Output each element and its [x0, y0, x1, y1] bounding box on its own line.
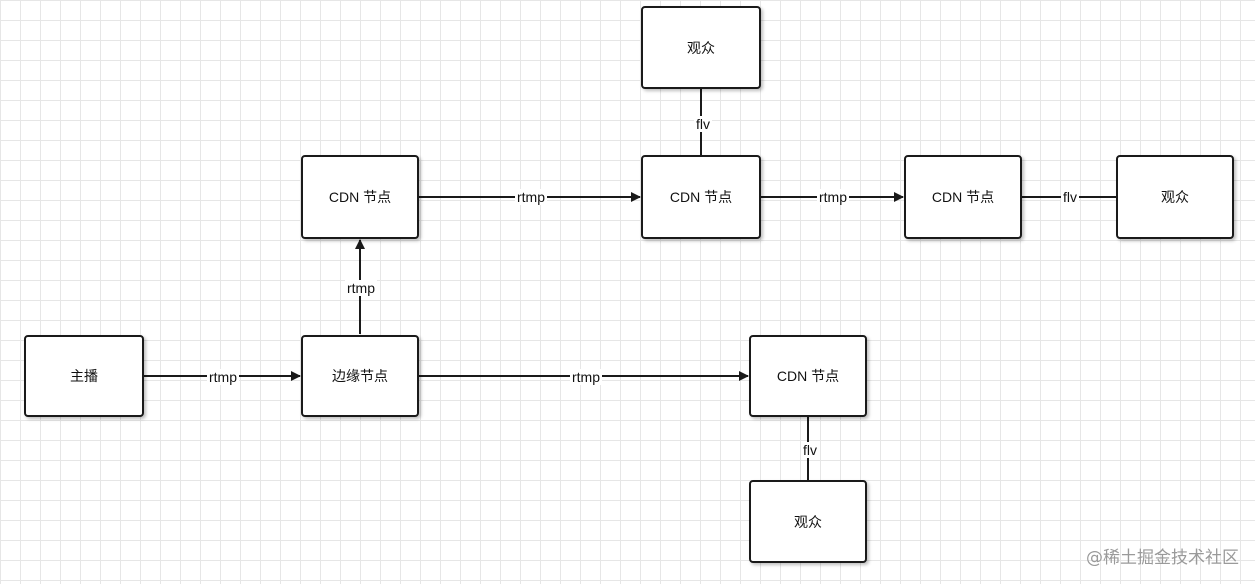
node-cdn-middle-label: CDN 节点 — [669, 189, 733, 205]
node-viewer-bottom[interactable]: 观众 — [749, 480, 867, 563]
edge-label-cdn-lower-to-viewer-bottom: flv — [801, 442, 819, 458]
edge-label-cdn-middle-to-viewer-top: flv — [694, 116, 712, 132]
node-viewer-top[interactable]: 观众 — [641, 6, 761, 89]
node-viewer-right-label: 观众 — [1161, 189, 1189, 205]
watermark: @稀土掘金技术社区 — [1086, 548, 1239, 568]
node-anchor-label: 主播 — [70, 368, 98, 384]
node-cdn-upper[interactable]: CDN 节点 — [301, 155, 419, 239]
edge-label-cdn-upper-to-cdn-middle: rtmp — [515, 189, 547, 205]
node-viewer-right[interactable]: 观众 — [1116, 155, 1234, 239]
node-cdn-upper-label: CDN 节点 — [328, 189, 392, 205]
edge-label-edge-to-cdn-upper: rtmp — [345, 280, 377, 296]
node-edge[interactable]: 边缘节点 — [301, 335, 419, 417]
edge-label-anchor-to-edge: rtmp — [207, 369, 239, 385]
node-anchor[interactable]: 主播 — [24, 335, 144, 417]
node-cdn-lower[interactable]: CDN 节点 — [749, 335, 867, 417]
edge-label-cdn-middle-to-cdn-right: rtmp — [817, 189, 849, 205]
node-cdn-right[interactable]: CDN 节点 — [904, 155, 1022, 239]
edge-label-edge-to-cdn-lower: rtmp — [570, 369, 602, 385]
node-cdn-right-label: CDN 节点 — [931, 189, 995, 205]
edge-label-cdn-right-to-viewer-right: flv — [1061, 189, 1079, 205]
node-viewer-bottom-label: 观众 — [794, 513, 822, 530]
node-cdn-middle[interactable]: CDN 节点 — [641, 155, 761, 239]
node-viewer-top-label: 观众 — [687, 39, 715, 56]
node-edge-label: 边缘节点 — [332, 368, 388, 384]
node-cdn-lower-label: CDN 节点 — [776, 368, 840, 384]
